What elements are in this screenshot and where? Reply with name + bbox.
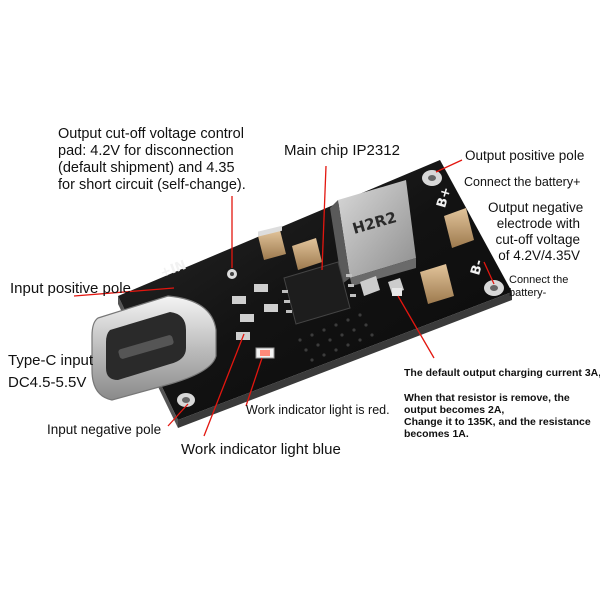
pointer-lines — [73, 159, 495, 437]
light-red-label: Work indicator light is red. — [246, 403, 390, 417]
input-positive-pole-label: Input positive pole — [10, 280, 131, 297]
output-positive-pole-label: Output positive pole — [465, 148, 585, 163]
input-negative-pole-label: Input negative pole — [47, 422, 162, 437]
type-c-input-label: Type-C input DC4.5-5.5V — [8, 352, 94, 391]
indicator-leds — [255, 347, 275, 359]
via-pattern — [298, 313, 374, 362]
light-blue-label: Work indicator light blue — [181, 441, 341, 458]
cutoff-pad-label: Output cut-off voltage control pad: 4.2V… — [58, 126, 246, 194]
capacitors — [258, 208, 474, 304]
main-chip-label: Main chip IP2312 — [284, 142, 400, 159]
usb-c-connector — [91, 295, 217, 401]
inductor — [330, 180, 416, 286]
default-current-label: The default output charging current 3A, — [404, 367, 600, 379]
edge-pads — [177, 170, 504, 407]
connect-battery-negative-label: Connect the battery- — [509, 274, 569, 299]
output-negative-electrode-label: Output negative electrode with cut-off v… — [488, 200, 584, 263]
main-chip — [282, 261, 356, 325]
connect-battery-positive-label: Connect the battery+ — [464, 175, 581, 189]
resistor-note-label: When that resistor is remove, the output… — [404, 392, 591, 441]
